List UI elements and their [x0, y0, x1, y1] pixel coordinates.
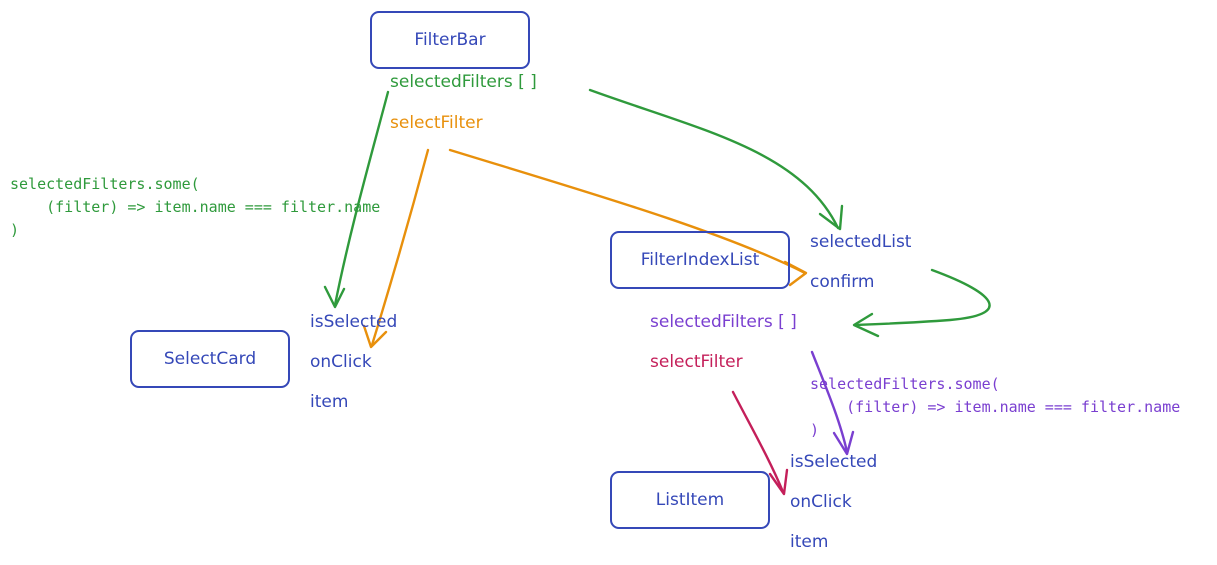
- arrow-selectfilter-to-confirm: [448, 148, 807, 275]
- listitem-item: item: [790, 532, 829, 552]
- listitem-onclick: onClick: [790, 492, 852, 512]
- snippet-right-line3: ): [810, 421, 820, 439]
- snippet-left-line3: ): [10, 221, 20, 239]
- arrow-head-confirm: [783, 260, 808, 287]
- filterindexlist-confirm: confirm: [810, 272, 875, 292]
- arrow-selectfilter-to-listitem: [731, 390, 785, 494]
- filterbar-selectfilter: selectFilter: [390, 113, 483, 133]
- filterindexlist-selectedlist: selectedList: [810, 232, 912, 252]
- snippet-right-line1: selectedFilters.some(: [810, 375, 1000, 393]
- component-listitem: ListItem: [610, 471, 770, 529]
- component-selectcard-label: SelectCard: [163, 349, 257, 369]
- filterbar-selectedfilters: selectedFilters [ ]: [390, 72, 537, 92]
- selectcard-isselected: isSelected: [310, 312, 398, 332]
- component-filterbar: FilterBar: [370, 11, 530, 69]
- arrow-selectedlist-to-selectedfilters: [854, 268, 991, 327]
- component-selectcard: SelectCard: [130, 330, 290, 388]
- arrow-head-listitem-isselected: [832, 430, 855, 456]
- snippet-left-line2: (filter) => item.name === filter.name: [10, 198, 381, 216]
- selectcard-item: item: [310, 392, 349, 412]
- component-listitem-label: ListItem: [655, 490, 725, 510]
- arrow-head-listitem-onclick: [768, 468, 789, 496]
- arrow-selectfilter-to-selectcard: [370, 148, 430, 347]
- arrow-selectedfilters-to-listitem: [810, 350, 849, 454]
- arrow-selectedfilters-to-selectedlist: [588, 88, 840, 230]
- arrow-head-selectedfilters: [852, 312, 880, 338]
- arrow-head-selectedlist: [818, 204, 844, 231]
- snippet-left-line1: selectedFilters.some(: [10, 175, 200, 193]
- filterindexlist-selectfilter: selectFilter: [650, 352, 743, 372]
- component-filterindexlist-label: FilterIndexList: [640, 250, 760, 270]
- component-filterindexlist: FilterIndexList: [610, 231, 790, 289]
- listitem-isselected: isSelected: [790, 452, 878, 472]
- component-filterbar-label: FilterBar: [414, 30, 486, 50]
- arrow-selectedfilters-to-selectcard: [333, 90, 390, 307]
- snippet-right-line2: (filter) => item.name === filter.name: [810, 398, 1181, 416]
- selectcard-onclick: onClick: [310, 352, 372, 372]
- arrow-head-selectcard-isselected: [323, 285, 346, 309]
- filterindexlist-selectedfilters: selectedFilters [ ]: [650, 312, 797, 332]
- arrow-head-selectcard-onclick: [362, 324, 388, 349]
